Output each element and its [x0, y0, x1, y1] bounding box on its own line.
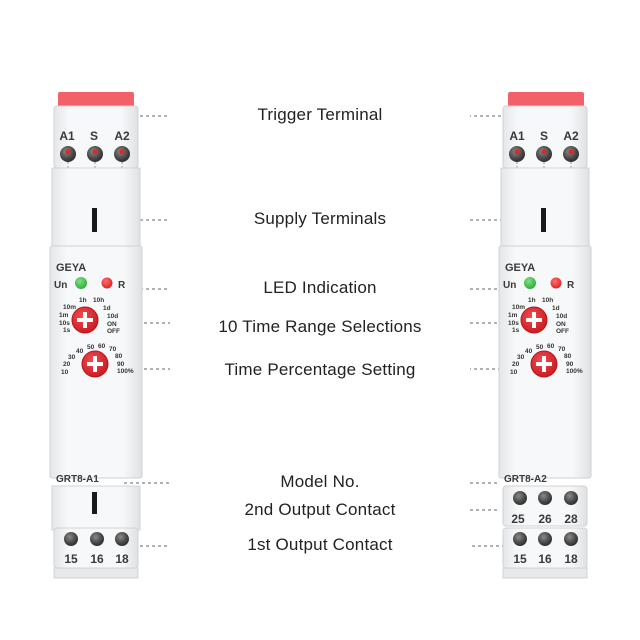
brand-logo: GEYA [56, 262, 86, 274]
terminal-a1-label: A1 [509, 129, 525, 143]
terminal-15-label: 15 [513, 552, 527, 566]
callout-trigger-terminal: Trigger Terminal [170, 105, 470, 125]
un-label: Un [54, 280, 67, 291]
callout-model-no: Model No. [170, 472, 470, 492]
terminal-16-label: 16 [90, 552, 104, 566]
dial-tick-label: 60 [98, 343, 106, 350]
percent-knob[interactable] [81, 350, 109, 378]
callout-2nd-output: 2nd Output Contact [170, 500, 470, 520]
un-label: Un [503, 280, 516, 291]
dial-tick-label: 100% [117, 368, 134, 375]
dial-tick-label: 80 [115, 353, 123, 360]
dial-tick-label: 10d [107, 313, 118, 320]
dial-tick-label: 70 [558, 346, 566, 353]
dial-tick-label: 50 [87, 344, 95, 351]
r-label: R [118, 280, 126, 291]
top-screws [60, 146, 130, 162]
terminal-26-label: 26 [538, 512, 552, 526]
terminal-25-label: 25 [511, 512, 525, 526]
dial-tick-label: 80 [564, 353, 572, 360]
dial-tick-label: 1d [552, 305, 560, 312]
model-label: GRT8-A2 [504, 474, 547, 485]
dial-tick-label: ON [107, 321, 117, 328]
dial-tick-label: 10m [63, 304, 76, 311]
terminal-15-label: 15 [64, 552, 78, 566]
terminal-a2-label: A2 [563, 129, 579, 143]
dial-tick-label: 1m [508, 312, 518, 319]
dial-tick-label: 1d [103, 305, 111, 312]
dial-tick-label: 10s [508, 320, 519, 327]
dial-tick-label: 10d [556, 313, 567, 320]
dial-tick-label: 30 [517, 354, 525, 361]
callout-time-percentage: Time Percentage Setting [170, 360, 470, 380]
top-screws [509, 146, 579, 162]
dial-tick-label: 60 [547, 343, 555, 350]
range-knob[interactable] [71, 306, 99, 334]
upper-output-screws [513, 491, 578, 505]
lower-slot [92, 492, 97, 514]
callout-1st-output: 1st Output Contact [170, 535, 470, 555]
dial-tick-label: 1s [512, 327, 520, 334]
terminal-18-label: 18 [115, 552, 129, 566]
terminal-a2-label: A2 [114, 129, 130, 143]
terminal-28-label: 28 [564, 512, 578, 526]
dial-tick-label: 10 [510, 369, 518, 376]
dial-tick-label: OFF [556, 328, 569, 335]
dial-tick-label: 40 [525, 348, 533, 355]
dial-tick-label: 40 [76, 348, 84, 355]
led-un-green [75, 277, 87, 289]
callout-time-range: 10 Time Range Selections [170, 317, 470, 337]
bottom-screws [64, 532, 129, 546]
dial-tick-label: 70 [109, 346, 117, 353]
brand-logo: GEYA [505, 262, 535, 274]
dial-tick-label: 100% [566, 368, 583, 375]
terminal-s-label: S [90, 129, 98, 143]
callout-supply-terminals: Supply Terminals [170, 209, 470, 229]
dial-tick-label: 10h [93, 297, 104, 304]
dial-tick-label: 90 [566, 361, 574, 368]
upper-slot [92, 208, 97, 232]
dial-tick-label: 20 [63, 361, 71, 368]
bottom-screws [513, 532, 578, 546]
model-label: GRT8-A1 [56, 474, 99, 485]
dial-tick-label: 90 [117, 361, 125, 368]
terminal-18-label: 18 [564, 552, 578, 566]
percent-knob[interactable] [530, 350, 558, 378]
dial-tick-label: 1h [528, 297, 536, 304]
range-knob[interactable] [520, 306, 548, 334]
terminal-s-label: S [540, 129, 548, 143]
dial-tick-label: 30 [68, 354, 76, 361]
dial-tick-label: 1s [63, 327, 71, 334]
r-label: R [567, 280, 575, 291]
upper-slot [541, 208, 546, 232]
dial-tick-label: OFF [107, 328, 120, 335]
terminal-16-label: 16 [538, 552, 552, 566]
led-r-red [101, 277, 113, 289]
terminal-a1-label: A1 [59, 129, 75, 143]
dial-tick-label: 10s [59, 320, 70, 327]
callout-led-indication: LED Indication [170, 278, 470, 298]
dial-tick-label: 10 [61, 369, 69, 376]
dial-tick-label: 1h [79, 297, 87, 304]
dial-tick-label: 10h [542, 297, 553, 304]
dial-tick-label: 20 [512, 361, 520, 368]
dial-tick-label: 50 [536, 344, 544, 351]
dial-tick-label: 10m [512, 304, 525, 311]
dial-tick-label: 1m [59, 312, 69, 319]
led-un-green [524, 277, 536, 289]
led-r-red [550, 277, 562, 289]
dial-tick-label: ON [556, 321, 566, 328]
